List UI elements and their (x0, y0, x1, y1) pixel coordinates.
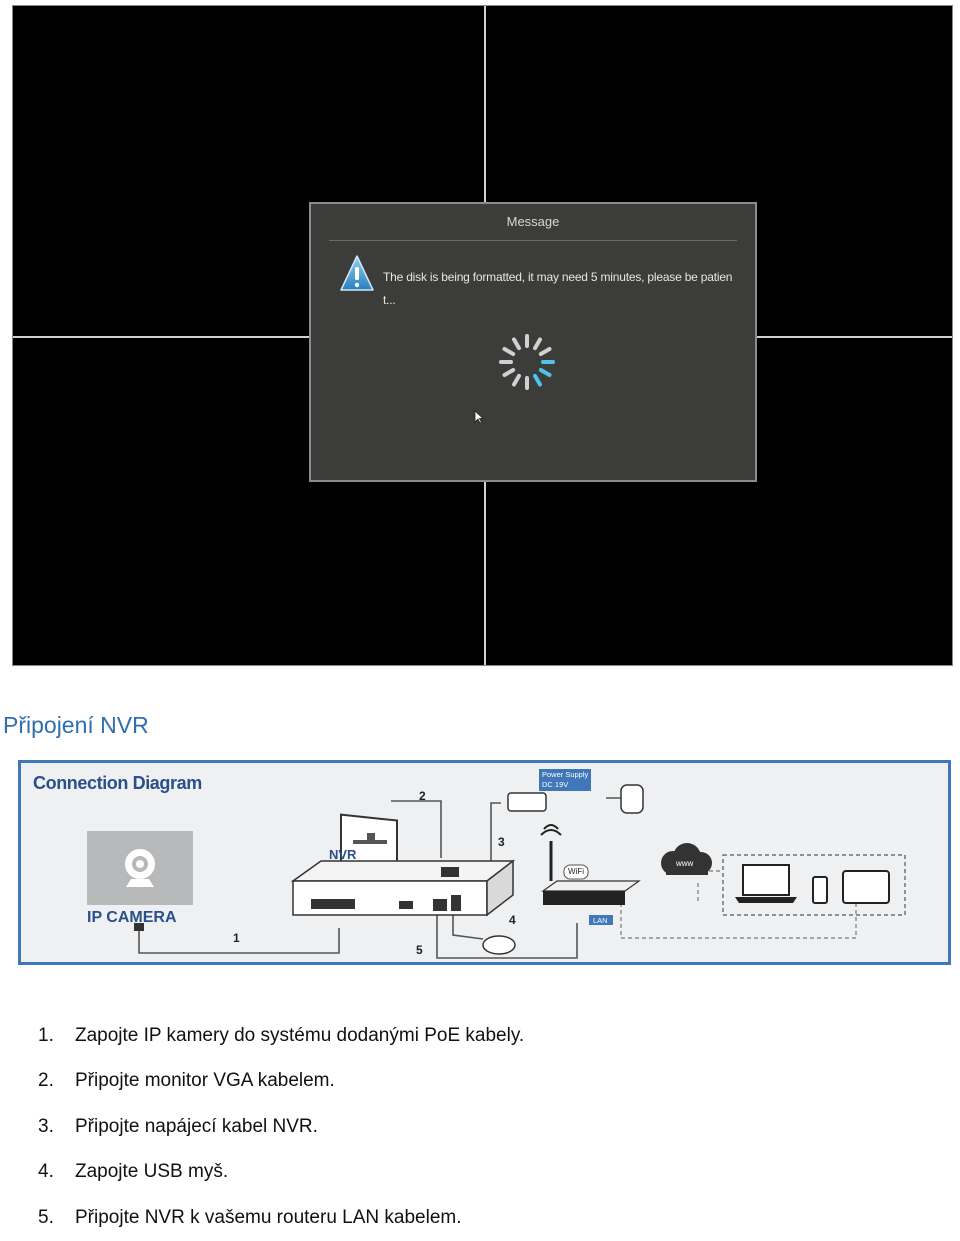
step-text: Připojte NVR k vašemu routeru LAN kabele… (75, 1206, 462, 1228)
steps-list: 1. Zapojte IP kamery do systému dodanými… (38, 1013, 524, 1241)
label-1: 1 (233, 931, 240, 945)
step-text: Zapojte USB myš. (75, 1161, 229, 1183)
nvr-device (290, 859, 516, 917)
mouse (482, 935, 516, 955)
dialog-title: Message (506, 214, 560, 229)
step-text: Zapojte IP kamery do systému dodanými Po… (75, 1024, 525, 1046)
label-www: www (676, 859, 694, 868)
step-number: 2. (38, 1070, 54, 1092)
dialog-message: The disk is being formatted, it may need… (383, 270, 733, 307)
tablet (842, 870, 890, 904)
list-item: 5. Připojte NVR k vašemu routeru LAN kab… (38, 1195, 524, 1241)
label-power-supply-2: DC 19V (542, 780, 569, 789)
list-item: 4. Zapojte USB myš. (38, 1150, 524, 1196)
cloud (661, 843, 712, 875)
router (540, 824, 641, 925)
phone (812, 876, 828, 904)
step-number: 4. (38, 1161, 54, 1183)
cable-1 (138, 928, 340, 954)
label-nvr: NVR (329, 847, 357, 862)
label-power-supply-1: Power Supply (542, 770, 589, 779)
ip-camera (87, 831, 193, 931)
diagram-title: Connection Diagram (33, 773, 202, 793)
step-text: Připojte napájecí kabel NVR. (75, 1115, 318, 1137)
step-number: 3. (38, 1115, 54, 1137)
list-item: 3. Připojte napájecí kabel NVR. (38, 1104, 524, 1150)
warning-icon (340, 255, 374, 291)
step-number: 5. (38, 1206, 54, 1228)
laptop (735, 864, 797, 903)
loading-spinner-icon (499, 334, 555, 390)
label-wifi: WiFi (568, 867, 584, 876)
label-5: 5 (416, 943, 423, 957)
step-text: Připojte monitor VGA kabelem. (75, 1070, 335, 1092)
label-lan: LAN (593, 916, 608, 925)
label-2: 2 (419, 789, 426, 803)
cable-3 (490, 802, 501, 878)
cable-2 (391, 800, 442, 858)
cable-4 (452, 913, 484, 940)
section-title: Připojení NVR (3, 712, 149, 738)
label-3: 3 (498, 835, 505, 849)
cable-5 (436, 913, 578, 959)
dialog-separator (329, 240, 737, 241)
diagram-illustration (87, 769, 906, 959)
nvr-screen: Message The disk is being formatted, it … (12, 5, 953, 666)
label-ip-camera: IP CAMERA (87, 909, 177, 926)
connection-diagram: Connection Diagram NVR IP CAMERA Power S… (18, 760, 951, 965)
label-4: 4 (509, 913, 516, 927)
step-number: 1. (38, 1024, 54, 1046)
power-supply (507, 769, 644, 814)
mouse-cursor-icon (474, 410, 484, 424)
message-dialog: Message The disk is being formatted, it … (309, 202, 757, 482)
list-item: 1. Zapojte IP kamery do systému dodanými… (38, 1013, 524, 1059)
list-item: 2. Připojte monitor VGA kabelem. (38, 1059, 524, 1105)
